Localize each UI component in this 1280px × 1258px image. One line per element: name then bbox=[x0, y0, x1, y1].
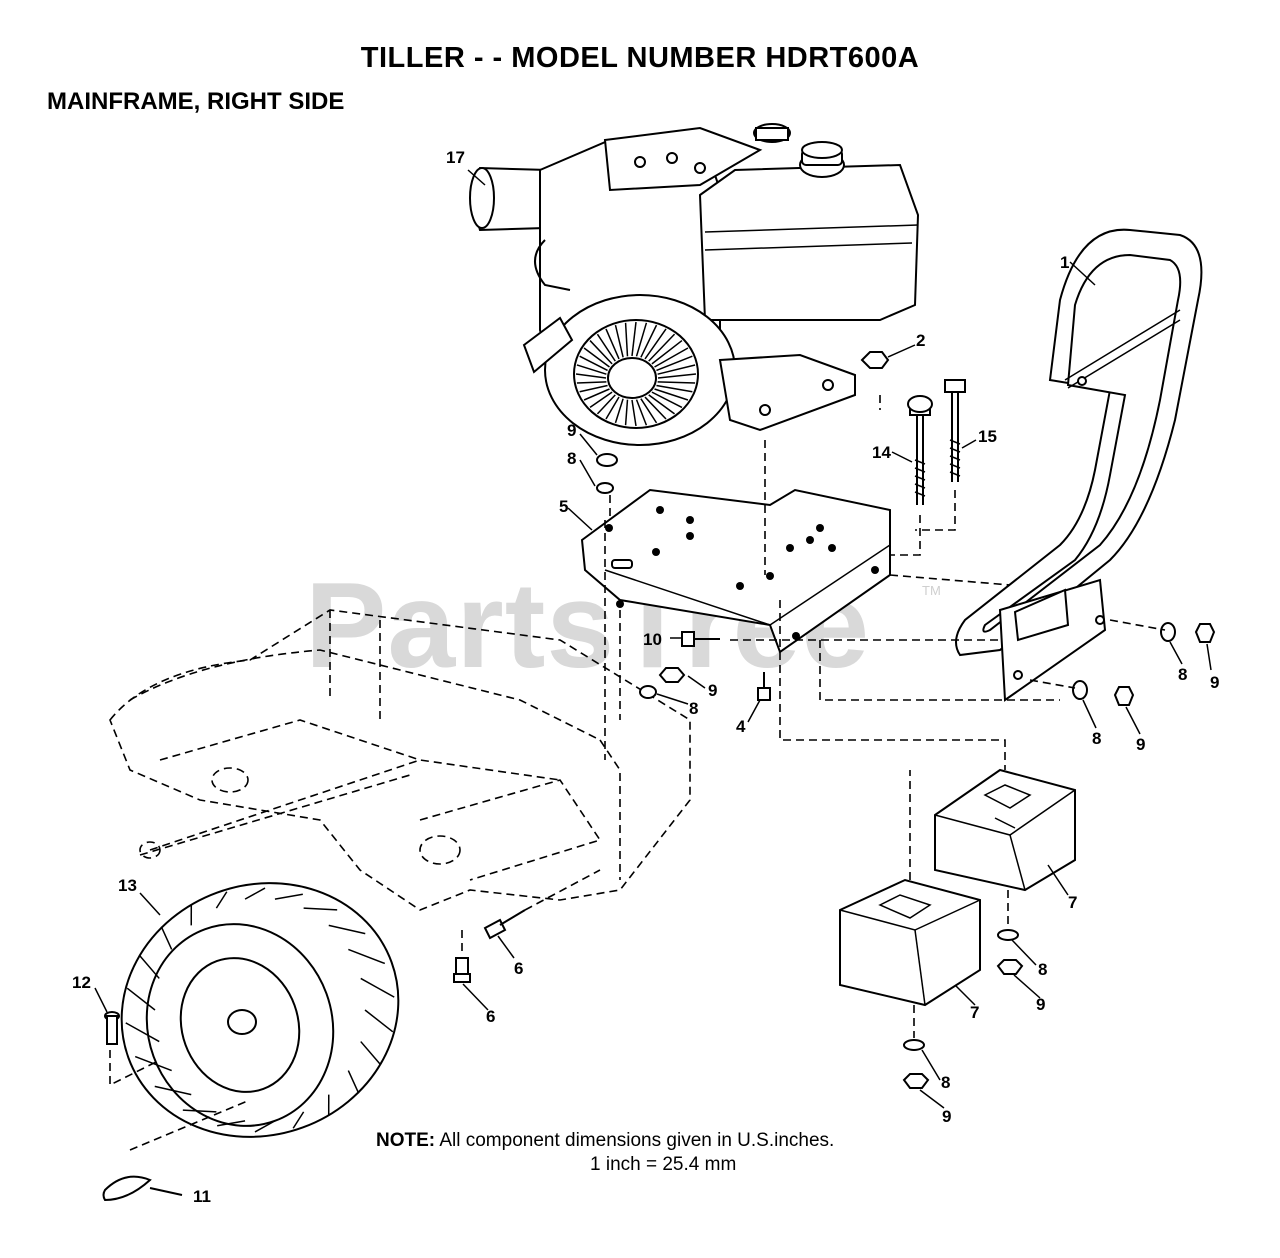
callout-8f[interactable]: 8 bbox=[941, 1073, 950, 1092]
callout-6a[interactable]: 6 bbox=[514, 959, 523, 978]
diagram-title: TILLER - - MODEL NUMBER HDRT600A bbox=[360, 42, 920, 74]
hardware-set bbox=[453, 351, 1216, 1089]
note-label: NOTE: bbox=[376, 1130, 436, 1151]
leader-lines bbox=[94, 169, 1212, 1109]
mainframe-plate-part[interactable] bbox=[580, 488, 891, 654]
callout-17[interactable]: 17 bbox=[446, 148, 465, 167]
callout-11[interactable]: 11 bbox=[193, 1187, 211, 1206]
callouts: 1 2 17 14 15 5 9 8 10 9 8 4 8 9 8 9 7 7 … bbox=[72, 148, 1219, 1206]
wheel-tire-part[interactable] bbox=[86, 845, 435, 1176]
mounting-block-upper-part[interactable] bbox=[934, 768, 1076, 892]
callout-2[interactable]: 2 bbox=[916, 331, 925, 350]
diagram-subtitle: MAINFRAME, RIGHT SIDE bbox=[47, 88, 345, 115]
alignment-lines bbox=[109, 395, 1166, 1151]
bumper-bracket-part[interactable] bbox=[955, 228, 1203, 702]
callout-8d[interactable]: 8 bbox=[1092, 729, 1101, 748]
carriage-bolt-part[interactable] bbox=[907, 395, 933, 505]
callout-10[interactable]: 10 bbox=[643, 630, 662, 649]
callout-9f[interactable]: 9 bbox=[942, 1107, 951, 1126]
tine-hood-outline bbox=[109, 609, 691, 911]
callout-13[interactable]: 13 bbox=[118, 876, 137, 895]
callout-9a[interactable]: 9 bbox=[567, 421, 576, 440]
callout-14[interactable]: 14 bbox=[872, 443, 891, 462]
watermark-trademark: TM bbox=[922, 583, 941, 598]
callout-6b[interactable]: 6 bbox=[486, 1007, 495, 1026]
callout-5[interactable]: 5 bbox=[559, 497, 568, 516]
note-conversion: 1 inch = 25.4 mm bbox=[590, 1154, 737, 1175]
callout-1[interactable]: 1 bbox=[1060, 253, 1069, 272]
callout-9b[interactable]: 9 bbox=[708, 681, 717, 700]
mounting-block-lower-part[interactable] bbox=[839, 878, 981, 1007]
callout-9d[interactable]: 9 bbox=[1136, 735, 1145, 754]
callout-8b[interactable]: 8 bbox=[689, 699, 698, 718]
callout-15[interactable]: 15 bbox=[978, 427, 997, 446]
callout-9c[interactable]: 9 bbox=[1210, 673, 1219, 692]
callout-8a[interactable]: 8 bbox=[567, 449, 576, 468]
engine-part[interactable] bbox=[469, 123, 920, 446]
callout-7a[interactable]: 7 bbox=[1068, 893, 1077, 912]
callout-7b[interactable]: 7 bbox=[970, 1003, 979, 1022]
clevis-pin-part[interactable] bbox=[104, 1011, 120, 1045]
callout-4[interactable]: 4 bbox=[736, 717, 746, 736]
callout-8c[interactable]: 8 bbox=[1178, 665, 1187, 684]
hex-bolt-part[interactable] bbox=[944, 379, 966, 482]
hair-pin-clip-part[interactable] bbox=[102, 1175, 183, 1202]
callout-8e[interactable]: 8 bbox=[1038, 960, 1047, 979]
note: NOTE: All component dimensions given in … bbox=[376, 1130, 834, 1152]
callout-12[interactable]: 12 bbox=[72, 973, 91, 992]
callout-9e[interactable]: 9 bbox=[1036, 995, 1045, 1014]
note-text: All component dimensions given in U.S.in… bbox=[439, 1130, 835, 1151]
